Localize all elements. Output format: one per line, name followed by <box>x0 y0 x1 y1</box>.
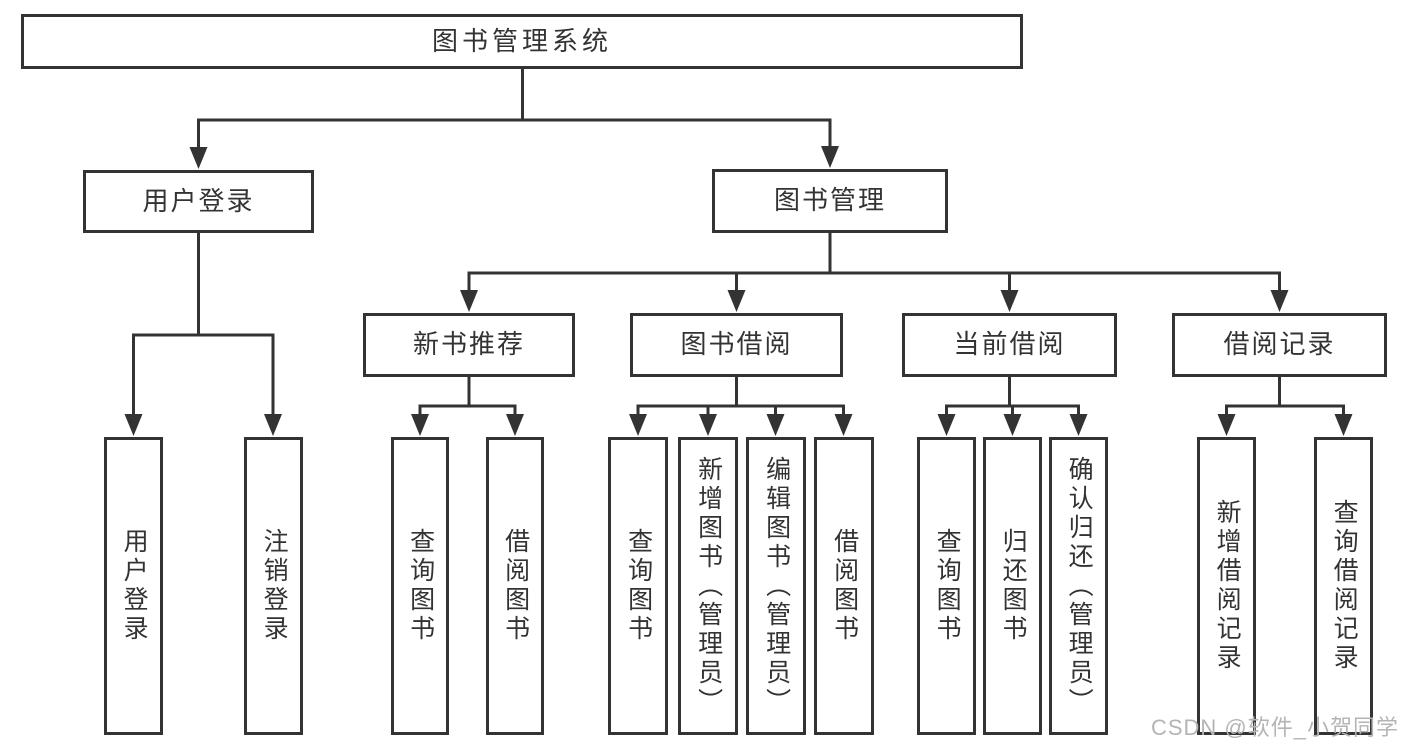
leaf-borrow-books: 借阅图书 <box>814 437 874 735</box>
node-book-management: 图书管理 <box>712 169 948 233</box>
leaf-query-borrow-record: 查询借阅记录 <box>1314 437 1373 735</box>
leaf-logout: 注销登录 <box>244 437 303 735</box>
leaf-add-borrow-record: 新增借阅记录 <box>1197 437 1256 735</box>
node-new-book-recommendation: 新书推荐 <box>363 313 575 377</box>
leaf-borrow-books-recommend: 借阅图书 <box>486 437 544 735</box>
leaf-user-login: 用户登录 <box>104 437 163 735</box>
leaf-query-books-borrow: 查询图书 <box>608 437 668 735</box>
node-current-borrowing: 当前借阅 <box>902 313 1117 377</box>
leaf-return-books: 归还图书 <box>983 437 1042 735</box>
node-book-borrowing: 图书借阅 <box>630 313 843 377</box>
csdn-watermark: CSDN @软件_小贺同学 <box>1150 715 1399 740</box>
leaf-add-books-admin: 新增图书（管理员） <box>678 437 738 735</box>
leaf-edit-books-admin: 编辑图书（管理员） <box>746 437 806 735</box>
leaf-confirm-return-admin: 确认归还（管理员） <box>1049 437 1108 735</box>
leaf-query-books-recommend: 查询图书 <box>391 437 449 735</box>
leaf-query-books-current: 查询图书 <box>917 437 976 735</box>
node-library-management-system: 图书管理系统 <box>21 14 1023 69</box>
node-user-login-group: 用户登录 <box>83 170 314 233</box>
node-borrowing-records: 借阅记录 <box>1172 313 1387 377</box>
